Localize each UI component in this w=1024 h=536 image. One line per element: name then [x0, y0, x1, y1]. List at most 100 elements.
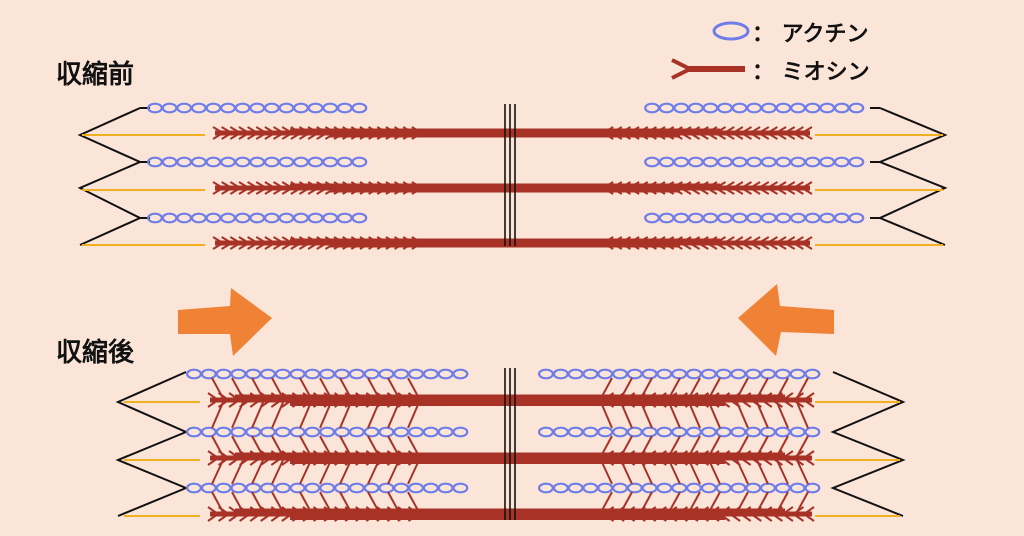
myosin-head [689, 242, 701, 250]
legend-myosin-label: ： ミオシン [752, 60, 870, 85]
myosin-head [229, 187, 241, 195]
actin-oval [274, 368, 291, 380]
actin-oval [215, 482, 232, 494]
myosin-head [238, 132, 250, 140]
actin-oval [644, 102, 660, 114]
myosin-head [749, 242, 761, 250]
cross-bridge [231, 377, 245, 401]
actin-oval [775, 102, 792, 114]
myosin-head [212, 181, 224, 189]
actin-oval [641, 368, 658, 380]
myosin-head [228, 399, 240, 408]
actin-oval [789, 368, 806, 380]
actin-oval [186, 368, 203, 380]
myosin-head [801, 126, 813, 134]
myosin-head [771, 513, 783, 522]
myosin-head [775, 126, 787, 134]
cross-bridge [407, 377, 421, 401]
myosin-head [803, 513, 815, 522]
actin-oval [351, 212, 368, 224]
myosin-head [316, 132, 328, 140]
myosin-head [803, 457, 815, 466]
myosin-head [281, 236, 293, 244]
actin-oval [671, 368, 688, 380]
actin-oval [393, 368, 410, 380]
actin-oval [671, 426, 688, 438]
actin-oval [234, 156, 251, 168]
myosin-head [732, 242, 744, 250]
myosin-head [784, 181, 796, 189]
cross-bridge [367, 491, 381, 515]
cross-bridge [231, 491, 245, 515]
cross-bridge [795, 435, 809, 459]
arrow-left-icon [738, 284, 834, 356]
myosin-head [761, 457, 773, 466]
myosin-head [723, 181, 735, 189]
actin-oval [147, 102, 163, 114]
actin-oval [334, 482, 351, 494]
myosin-head [316, 242, 328, 250]
actin-oval [567, 482, 584, 494]
cross-bridge [231, 435, 245, 459]
cross-bridge [795, 457, 809, 485]
actin-oval [289, 426, 306, 438]
cross-bridge [211, 377, 225, 401]
myosin-head [784, 132, 796, 140]
myosin-head [221, 236, 233, 244]
myosin-head [273, 132, 285, 140]
myosin-head [792, 242, 804, 250]
actin-oval [567, 426, 584, 438]
myosin-head [732, 187, 744, 195]
actin-oval [161, 102, 178, 114]
actin-oval [322, 212, 339, 224]
cross-bridge [387, 399, 401, 429]
myosin-head [298, 187, 310, 195]
myosin-head [247, 187, 259, 195]
actin-oval [685, 482, 702, 494]
actin-oval [190, 212, 207, 224]
cross-bridge [339, 399, 353, 429]
actin-oval [673, 212, 690, 224]
actin-oval [245, 482, 262, 494]
actin-oval [833, 212, 850, 224]
myosin-head [260, 457, 272, 466]
cross-bridge [775, 399, 789, 429]
actin-oval [760, 102, 777, 114]
myosin-head [281, 457, 293, 466]
cross-bridge [339, 491, 353, 515]
myosin-head [255, 242, 267, 250]
actin-oval [200, 426, 217, 438]
myosin-head [229, 181, 241, 189]
actin-oval [658, 156, 675, 168]
myosin-head [217, 513, 230, 522]
cross-bridge [339, 377, 353, 401]
myosin-head [782, 392, 794, 401]
actin-oval [304, 368, 321, 380]
actin-oval [759, 368, 776, 380]
actin-oval [334, 426, 351, 438]
myosin-head [281, 242, 293, 250]
myosin-head [723, 242, 735, 250]
actin-oval [597, 368, 614, 380]
myosin-head [281, 126, 293, 134]
myosin-head [255, 236, 267, 244]
myosin-head [715, 132, 727, 140]
actin-oval [700, 426, 717, 438]
cross-bridge [387, 377, 401, 401]
actin-oval [848, 156, 865, 168]
myosin-head [229, 126, 241, 134]
legend-actin-icon [712, 21, 750, 41]
cross-bridge [707, 435, 721, 459]
cross-bridge [639, 457, 653, 485]
actin-oval [289, 368, 306, 380]
actin-oval [293, 156, 309, 168]
myosin-head [238, 236, 250, 244]
actin-oval [408, 426, 425, 438]
before-contraction-label: 収縮前 [56, 60, 135, 90]
myosin-head [706, 242, 718, 250]
actin-oval [278, 102, 295, 114]
cross-bridge [251, 377, 265, 401]
myosin-head [273, 187, 285, 195]
myosin-head [689, 187, 701, 195]
cross-bridge [755, 399, 769, 429]
